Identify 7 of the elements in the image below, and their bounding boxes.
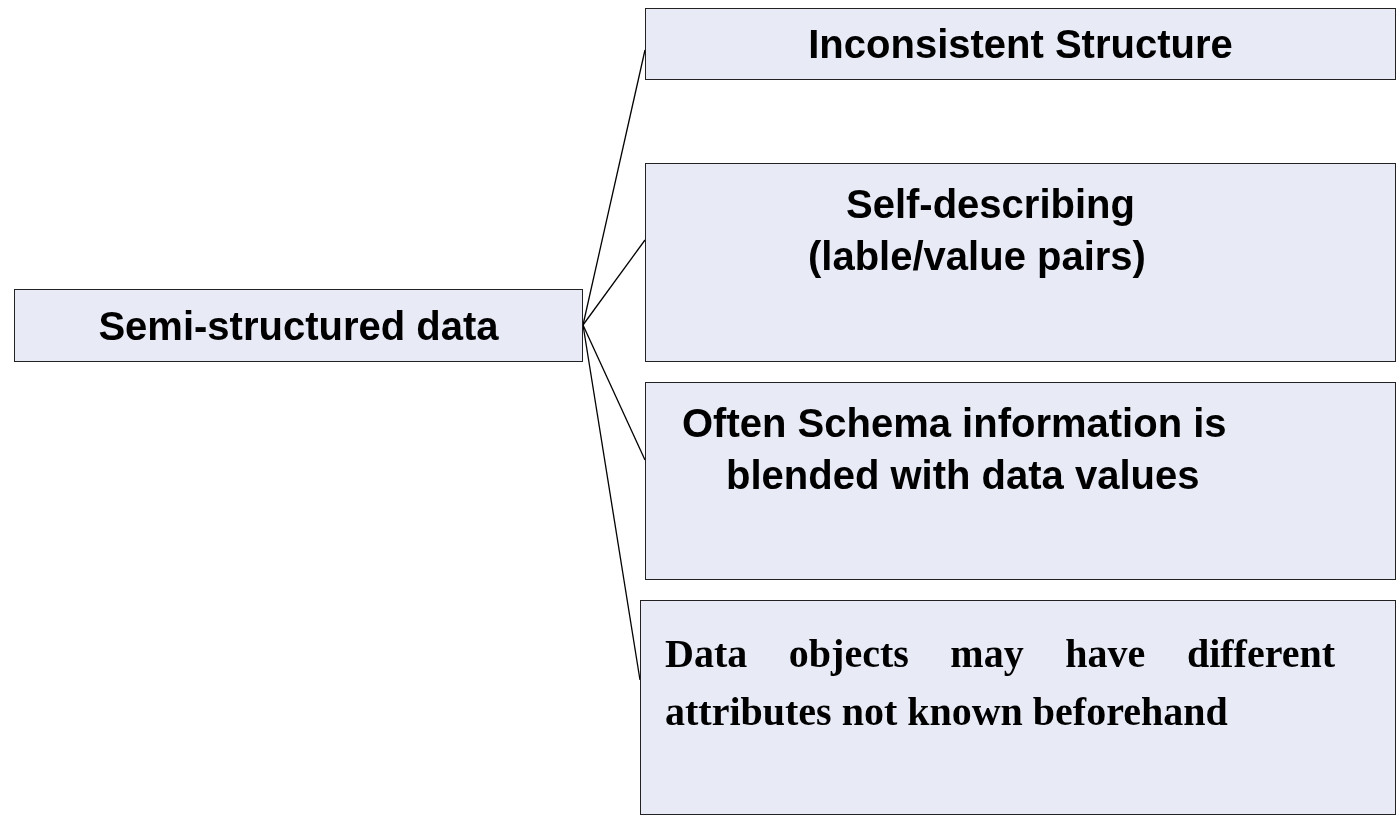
connector-line [582, 324, 646, 461]
text-box: Data objects may have different attributes not known beforehand [640, 600, 1396, 815]
connector-line [582, 239, 646, 326]
text-box: Semi-structured data [14, 289, 583, 362]
text-box: Often Schema information is blended with data values [645, 382, 1396, 580]
text-box: Inconsistent Structure [645, 8, 1396, 80]
text-box: Self-describing (lable/value pairs) [645, 163, 1396, 362]
